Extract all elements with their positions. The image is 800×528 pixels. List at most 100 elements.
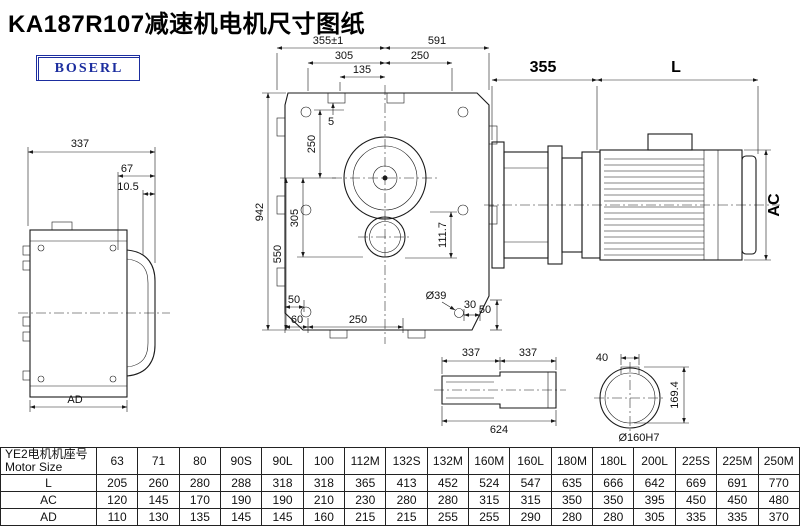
dim-label-305-left: 305 — [289, 209, 301, 227]
dim-value-cell: 120 — [95, 491, 139, 509]
table-header-row: YE2电机机座号 Motor Size 63 71 80 90S 90L 100… — [0, 447, 800, 475]
mount-tab — [329, 329, 348, 339]
dim-value-cell: 280 — [426, 491, 470, 509]
mount-tab — [276, 267, 286, 287]
dim-label-169-4: 169.4 — [669, 381, 681, 409]
dim-value-cell: 770 — [757, 474, 800, 492]
bore-section-view: 40 169.4 Ø160H7 — [594, 352, 689, 444]
dim-value-cell: 255 — [468, 508, 511, 526]
dim-value-cell: 210 — [302, 491, 346, 509]
bolt-hole — [109, 244, 117, 252]
top-slot — [327, 92, 346, 104]
dim-value-cell: 318 — [302, 474, 346, 492]
page-title: KA187R107减速机电机尺寸图纸 — [8, 11, 366, 38]
bolt-hole — [457, 106, 469, 118]
size-header-cell: 112M — [344, 447, 387, 475]
dim-value-cell: 452 — [426, 474, 470, 492]
dim-value-cell: 480 — [757, 491, 800, 509]
dim-value-cell: 215 — [385, 508, 428, 526]
dim-value-cell: 205 — [95, 474, 139, 492]
main-front-view: 355±1 591 305 250 135 942 550 305 250 — [254, 35, 502, 344]
size-header-cell: 132M — [426, 447, 470, 475]
bolt-head — [22, 370, 31, 381]
bolt-hole — [300, 106, 312, 118]
size-header-cell: 90L — [261, 447, 304, 475]
dim-label-30: 30 — [464, 299, 476, 311]
dim-label-550: 550 — [272, 245, 284, 263]
left-side-view: 337 67 10.5 AD — [18, 138, 170, 412]
bolt-hole — [109, 375, 117, 383]
motor-size-header-en: Motor Size — [5, 460, 63, 474]
dim-value-cell: 280 — [550, 508, 594, 526]
motor-size-header-cn: YE2电机机座号 — [5, 447, 88, 461]
dim-value-cell: 666 — [592, 474, 635, 492]
drill-hole-39 — [454, 308, 464, 318]
size-header-cell: 180L — [592, 447, 635, 475]
dim-label-135: 135 — [353, 64, 371, 76]
size-header-cell: 200L — [633, 447, 676, 475]
dim-value-cell: 145 — [261, 508, 304, 526]
dim-label-337a: 337 — [462, 347, 480, 359]
dim-value-cell: 350 — [592, 491, 635, 509]
dim-label-60: 60 — [291, 314, 303, 326]
brand-logo-frame: BOSERL — [38, 57, 140, 81]
dim-label-337-side: 337 — [71, 138, 89, 150]
dim-label-250-left: 250 — [306, 135, 318, 153]
dim-label-L: L — [671, 59, 681, 76]
dim-label-111-7: 111.7 — [437, 222, 449, 248]
side-housing — [29, 229, 128, 398]
dim-value-cell: 635 — [550, 474, 594, 492]
dim-value-cell: 280 — [178, 474, 222, 492]
size-header-cell: 250M — [757, 447, 800, 475]
dim-label-AC: AC — [766, 193, 783, 217]
table-row-AC: AC 120 145 170 190 190 210 230 280 280 3… — [0, 491, 800, 509]
motor-dimension-table: YE2电机机座号 Motor Size 63 71 80 90S 90L 100… — [0, 447, 800, 526]
dim-label-942: 942 — [254, 203, 266, 221]
dim-value-cell: 260 — [137, 474, 180, 492]
size-header-cell: 63 — [95, 447, 139, 475]
bolt-head — [22, 245, 31, 256]
dim-value-cell: 450 — [716, 491, 759, 509]
output-flange — [126, 249, 156, 377]
motor-size-header-cell: YE2电机机座号 Motor Size — [0, 447, 97, 475]
dim-value-cell: 524 — [468, 474, 511, 492]
mount-tab — [488, 205, 498, 225]
dim-value-cell: 315 — [509, 491, 552, 509]
dim-value-cell: 350 — [550, 491, 594, 509]
dim-label-50-bottom: 50 — [288, 294, 300, 306]
row-label-cell: AD — [0, 508, 97, 526]
size-header-cell: 132S — [385, 447, 428, 475]
dim-value-cell: 280 — [385, 491, 428, 509]
shaft-detail-view: 337 337 624 — [434, 347, 566, 436]
dim-value-cell: 230 — [344, 491, 387, 509]
dim-label-d39: Ø39 — [426, 290, 447, 302]
mount-tab — [488, 125, 498, 145]
shaft-outline — [441, 371, 557, 409]
dim-value-cell: 290 — [509, 508, 552, 526]
bore-diameter-label: Ø160H7 — [619, 432, 660, 444]
bolt-hole — [457, 204, 469, 216]
dim-label-591: 591 — [428, 35, 446, 47]
dim-value-cell: 190 — [220, 491, 263, 509]
dim-value-cell: 395 — [633, 491, 676, 509]
bolt-hole — [37, 244, 45, 252]
dim-value-cell: 130 — [137, 508, 180, 526]
dim-value-cell: 335 — [674, 508, 718, 526]
dim-value-cell: 413 — [385, 474, 428, 492]
gearbox-housing — [284, 92, 490, 331]
row-label-cell: L — [0, 474, 97, 492]
dim-label-10-5: 10.5 — [117, 181, 138, 193]
dim-value-cell: 145 — [137, 491, 180, 509]
mount-tab — [276, 195, 286, 215]
table-row-AD: AD 110 130 135 145 145 160 215 215 255 2… — [0, 508, 800, 526]
bolt-hole — [37, 375, 45, 383]
bolt-head — [22, 316, 31, 327]
dim-value-cell: 669 — [674, 474, 718, 492]
dim-value-cell: 450 — [674, 491, 718, 509]
dim-value-cell: 255 — [426, 508, 470, 526]
row-label-cell: AC — [0, 491, 97, 509]
dim-label-50-right: 50 — [479, 304, 491, 316]
dim-label-40: 40 — [596, 352, 608, 364]
dim-value-cell: 315 — [468, 491, 511, 509]
brand-logo-text: BOSERL — [54, 61, 124, 76]
